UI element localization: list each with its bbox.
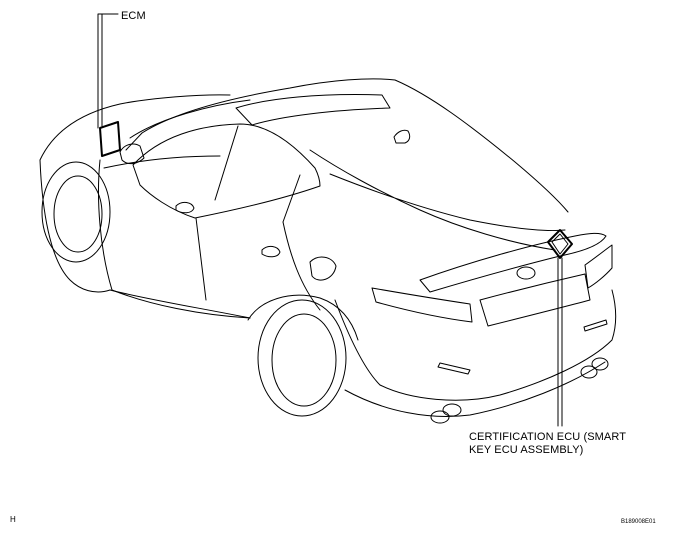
- side-windows: [132, 123, 321, 219]
- exhaust-right-1: [580, 365, 598, 379]
- side-body: [98, 155, 321, 319]
- certification-ecu-label-line2: KEY ECU ASSEMBLY): [469, 444, 584, 456]
- rear-wheel-arch: [247, 294, 359, 341]
- certification-ecu-callout: [547, 229, 573, 427]
- exhaust-right-2: [591, 357, 609, 371]
- front-fender: [39, 94, 231, 293]
- sunroof: [235, 94, 391, 126]
- antenna-fin: [393, 129, 411, 144]
- license-plate: [479, 273, 591, 327]
- fuel-door: [309, 256, 337, 281]
- taillight-left: [371, 287, 473, 323]
- figure-code: B189008E01: [621, 519, 656, 525]
- certification-ecu-leader-line: [557, 257, 563, 427]
- certification-ecu-component-inner: [551, 233, 569, 255]
- exhaust-left-1: [430, 410, 450, 424]
- b-pillar: [214, 125, 239, 201]
- car-roof: [141, 78, 569, 213]
- side-skirt: [109, 289, 251, 319]
- rear-reflector-right: [583, 319, 608, 332]
- rear-window: [309, 149, 566, 251]
- exhaust-left-2: [442, 403, 462, 417]
- rear-window-divider: [282, 174, 301, 223]
- windshield: [125, 99, 251, 151]
- rear-wheel-outer: [257, 299, 347, 417]
- front-wheel-inner: [53, 175, 103, 253]
- rear-wheel-inner: [271, 313, 337, 407]
- taillight-right: [584, 244, 613, 289]
- ecm-callout: [97, 13, 121, 157]
- ecm-label: ECM: [121, 10, 146, 22]
- car-illustration: [39, 78, 617, 424]
- certification-ecu-label-line1: CERTIFICATION ECU (SMART: [469, 431, 627, 443]
- trunk-emblem: [516, 266, 536, 280]
- front-wheel-outer: [41, 161, 111, 263]
- door-handle-front: [175, 201, 195, 214]
- rear-bumper-lower: [344, 361, 606, 417]
- ecm-leader-line: [97, 13, 119, 129]
- view-indicator: H: [10, 515, 16, 524]
- ecm-component: [99, 121, 121, 157]
- trunk-spoiler: [419, 232, 607, 293]
- rear-bumper: [334, 289, 617, 401]
- rear-reflector: [437, 362, 471, 375]
- certification-ecu-component: [547, 229, 573, 259]
- certification-ecu-label: CERTIFICATION ECU (SMART KEY ECU ASSEMBL…: [469, 431, 626, 457]
- side-mirror: [119, 143, 145, 165]
- door-handle-rear: [261, 245, 281, 258]
